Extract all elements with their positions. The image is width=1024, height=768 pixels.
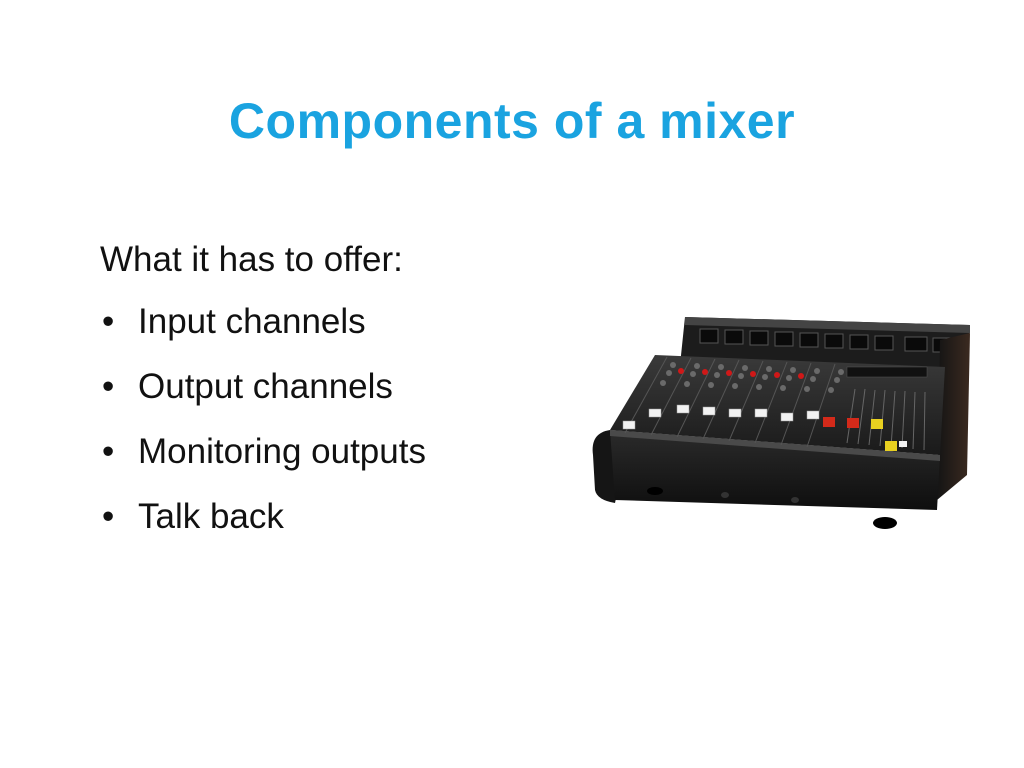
intro-text: What it has to offer: [100,240,403,279]
bullet-icon: • [102,302,115,341]
bullet-item: • Monitoring outputs [100,430,570,474]
bullet-text: Talk back [138,497,284,536]
bullet-text: Input channels [138,302,366,341]
bullet-icon: • [102,432,115,471]
bullet-icon: • [102,497,115,536]
bullet-item: • Output channels [100,365,570,409]
slide-title: Components of a mixer [228,93,796,149]
slide-body: What it has to offer: • Input channels •… [100,238,570,560]
bullet-item: • Talk back [100,495,570,539]
bullet-text: Monitoring outputs [138,432,426,471]
audio-mixer-image [585,305,980,535]
audio-mixer-icon [592,317,970,529]
bullet-icon: • [102,367,115,406]
bullet-item: • Input channels [100,300,570,344]
bullet-list: • Input channels • Output channels • Mon… [100,300,570,539]
bullet-text: Output channels [138,367,393,406]
